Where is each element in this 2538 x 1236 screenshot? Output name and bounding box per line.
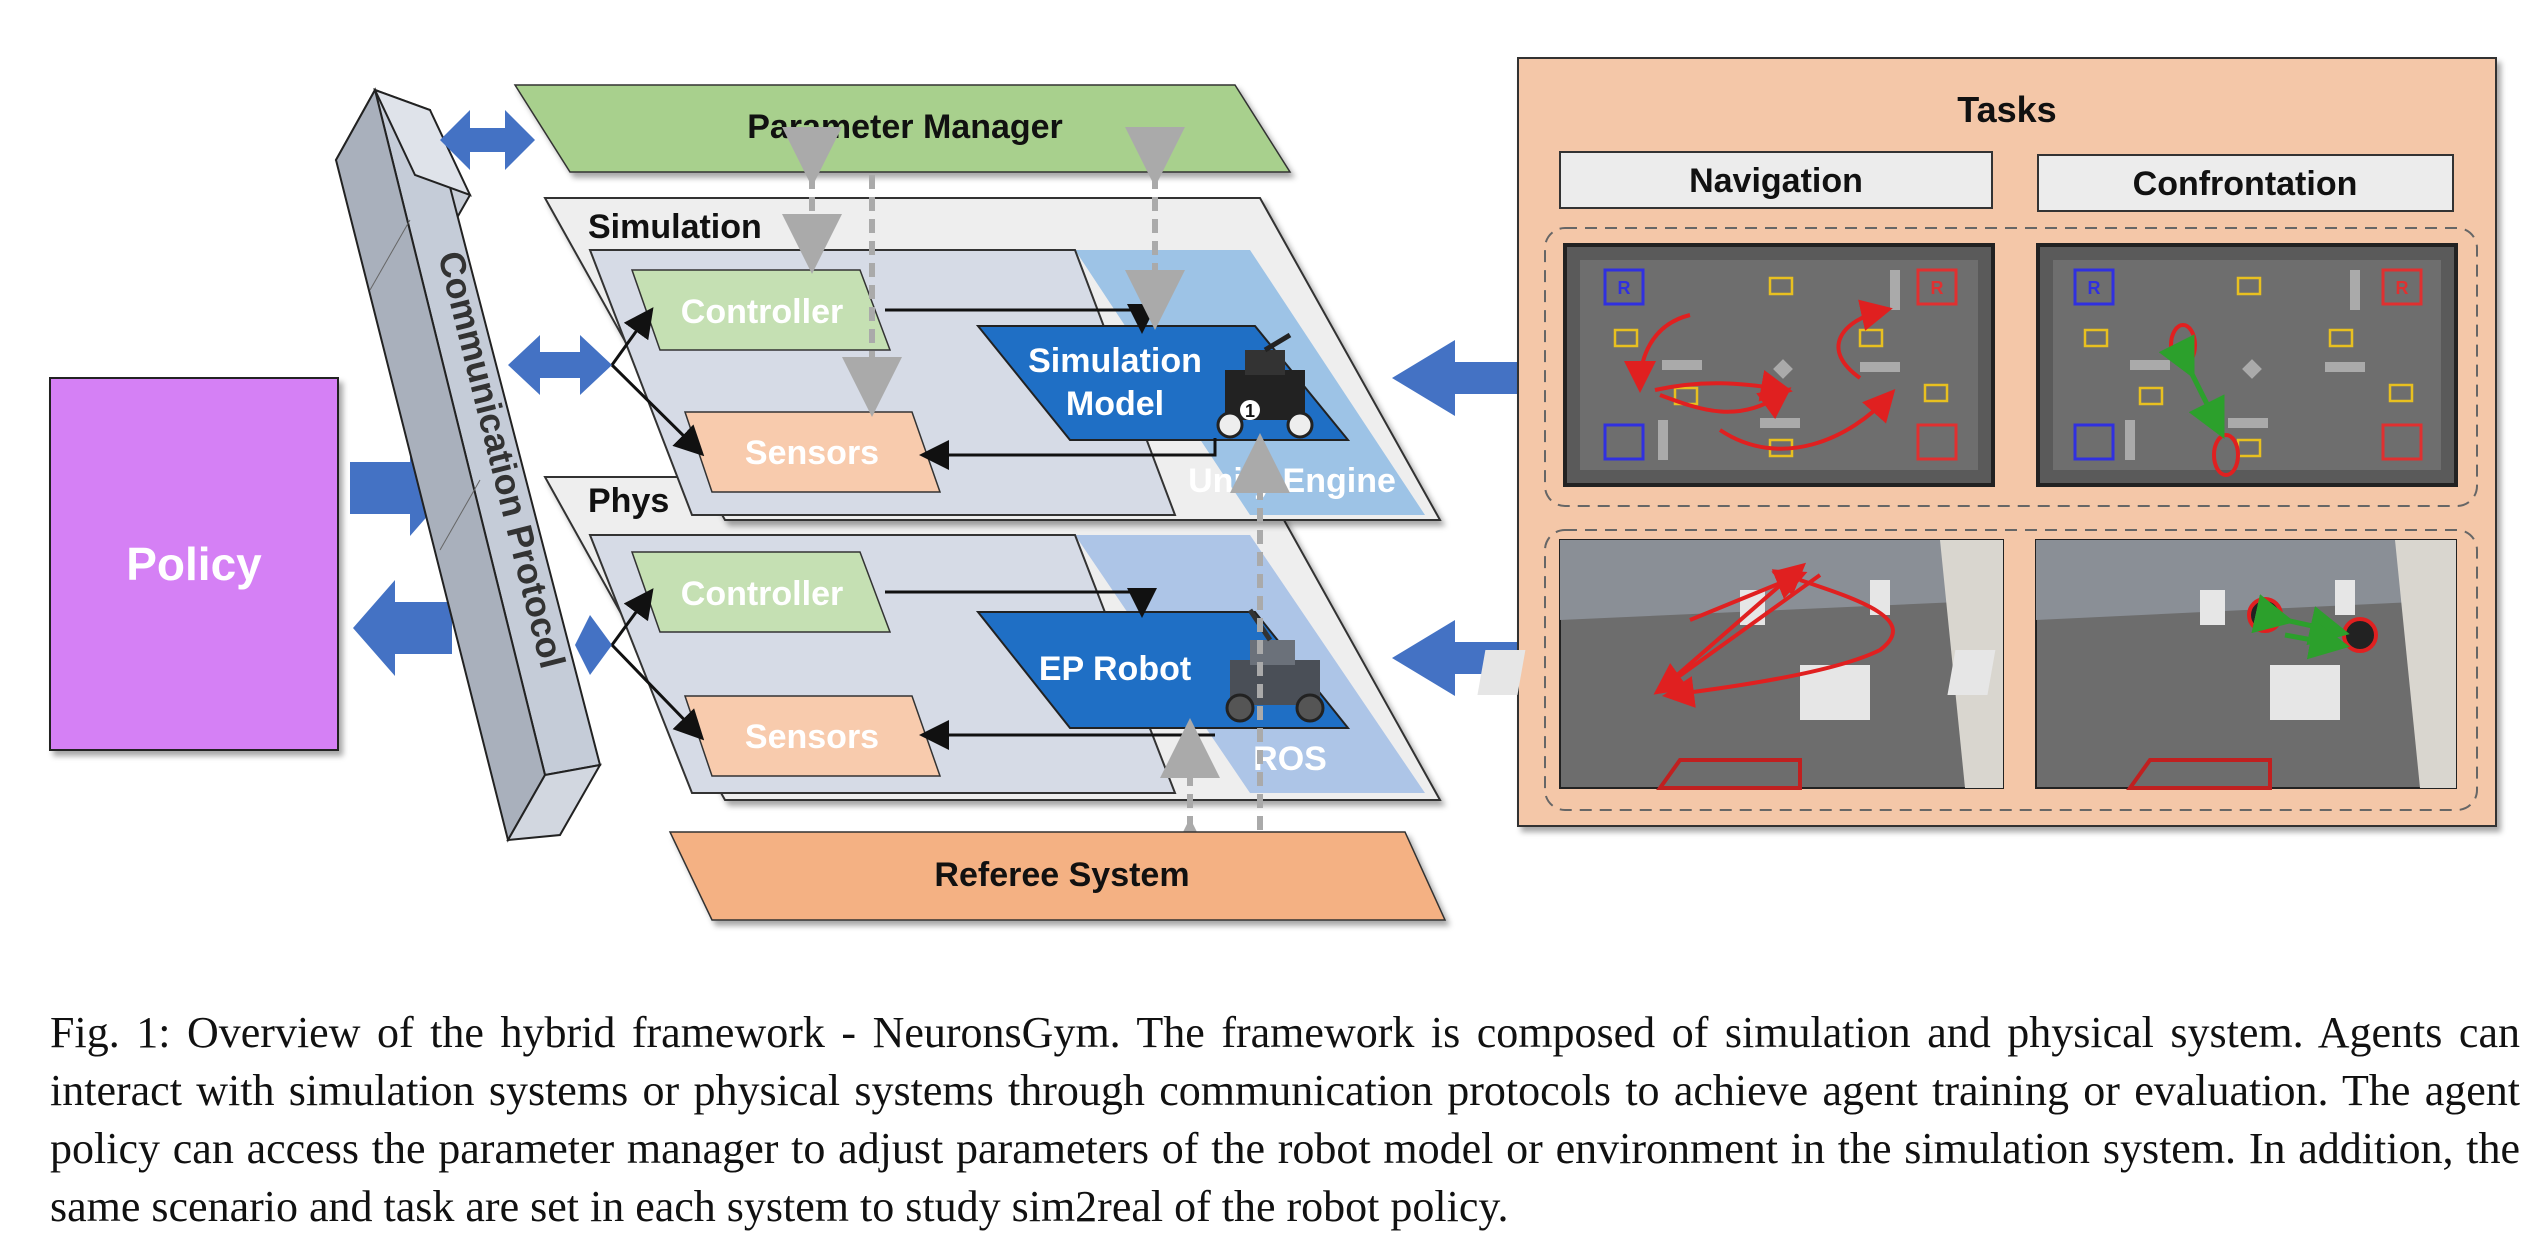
task-arrows [1392,340,1540,696]
referee-system: Referee System [668,831,1447,921]
phys-sensors: Sensors [683,695,942,777]
sim-navigation-map: R R [1563,243,1995,487]
navigation-label: Navigation [1689,162,1863,200]
simulation-model-label-2: Model [1066,385,1164,423]
real-tasks-group [1544,529,2478,811]
policy-block: Policy [49,377,339,751]
communication-protocol-prism [334,87,602,843]
simulation-model: Simulation Model 1 [975,325,1351,441]
sim-confrontation-map: R R [2036,243,2458,487]
parameter-manager: Parameter Manager [513,84,1292,173]
nav-red-base-mark: R [1931,278,1944,298]
ros-label: ROS [1253,740,1327,778]
simulation-model-label-1: Simulation [1028,342,1202,380]
real-confrontation-photo [1947,539,2457,790]
protocol-arrows [440,110,612,675]
referee-label: Referee System [934,856,1189,894]
robot-icon: 1 [1216,332,1314,439]
real-navigation-photo [1477,539,2004,790]
simulation-label: Simulation [588,208,762,246]
navigation-header [1559,151,1993,209]
sim-controller: Controller [630,269,892,351]
sim-tasks-group [1544,227,2478,507]
sim-sensors: Sensors [683,411,942,493]
sim-controller-label: Controller [681,293,843,331]
phys-sensors-label: Sensors [745,718,879,756]
conf-red-base-mark: R [2396,278,2409,298]
nav-blue-base-mark: R [1618,278,1631,298]
unity-engine-label: Unity Engine [1188,462,1396,500]
confrontation-label: Confrontation [2133,165,2358,203]
framework-diagram: Policy Communication Protocol Parameter … [49,57,2497,921]
phys-controller-label: Controller [681,575,843,613]
conf-blue-base-mark: R [2088,278,2101,298]
policy-label: Policy [126,538,262,590]
figure-caption: Fig. 1: Overview of the hybrid framework… [50,1008,2520,1231]
confrontation-header [2037,154,2454,212]
parameter-manager-label: Parameter Manager [747,108,1063,146]
ep-robot-icon [1225,608,1325,723]
robot-id-label: 1 [1245,401,1255,421]
tasks-panel: Tasks Navigation Confrontation R R [1477,57,2497,827]
physical-label: Phys [588,482,669,520]
dashed-arrows [782,127,1290,878]
sim-sensors-label: Sensors [745,434,879,472]
ep-robot-label: EP Robot [1039,650,1191,688]
phys-controller: Controller [630,551,892,633]
tasks-label: Tasks [1957,89,2056,130]
ep-robot: EP Robot [975,608,1351,729]
